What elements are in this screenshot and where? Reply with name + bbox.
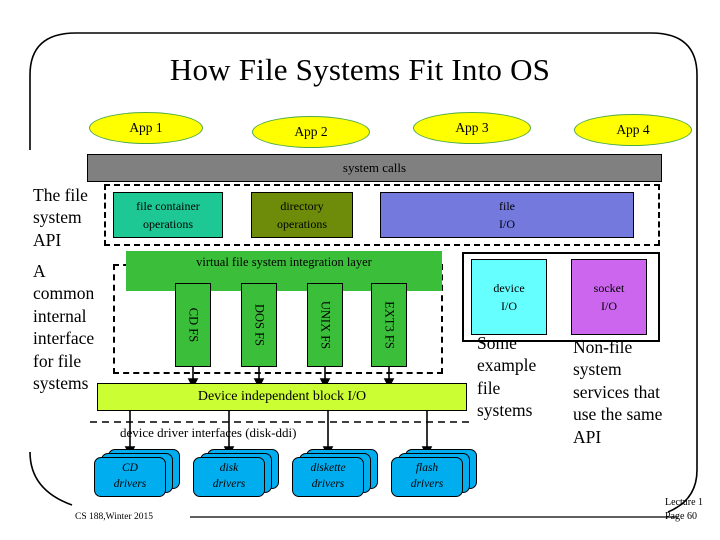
device-independent-block-io-label: Device independent block I/O [197, 388, 367, 404]
device-io-line1: device [493, 281, 525, 295]
footer-lecture-label: Lecture 1 [665, 497, 704, 508]
driver-stack-cd-front: CD drivers [94, 457, 166, 497]
driver-stack-disk: disk drivers [193, 449, 279, 497]
file-container-operations-line1: file container [136, 199, 200, 213]
driver-stack-flash: flash drivers [391, 449, 477, 497]
filesystem-box-dos: DOS FS [241, 283, 277, 367]
filesystem-box-cd-label: CD FS [186, 307, 201, 343]
device-driver-interfaces-label: device driver interfaces (disk-ddi) [120, 425, 297, 440]
directory-operations-line1: directory [280, 199, 324, 213]
system-calls-bar: system calls [87, 154, 662, 182]
app-node-2[interactable]: App 2 [252, 116, 370, 148]
file-io-block: file I/O [380, 192, 634, 238]
filesystem-box-unix-label: UNIX FS [318, 300, 333, 350]
app-node-4[interactable]: App 4 [574, 114, 692, 146]
left-annotation-internal-interface: A common internal interface for file sys… [33, 261, 95, 393]
file-io-line1: file [499, 199, 515, 213]
filesystem-box-cd: CD FS [175, 283, 211, 367]
driver-stack-diskette-line2: drivers [311, 478, 345, 490]
filesystem-box-unix: UNIX FS [307, 283, 343, 367]
left-annotation-api: The file system API [33, 185, 88, 250]
driver-stack-disk-front: disk drivers [193, 457, 265, 497]
file-container-operations-line2: operations [143, 217, 193, 231]
driver-stack-diskette-line1: diskette [310, 462, 346, 475]
app-node-1[interactable]: App 1 [89, 112, 203, 144]
driver-stack-flash-line2: drivers [410, 478, 444, 490]
vfs-integration-layer-label: virtual file system integration layer [196, 255, 372, 269]
file-container-operations-block: file container operations [113, 192, 223, 238]
driver-stack-disk-line1: disk [219, 462, 239, 475]
device-independent-block-io: Device independent block I/O [97, 383, 467, 411]
footer-course-label: CS 188,Winter 2015 [75, 512, 153, 522]
app-node-3-label: App 3 [455, 120, 489, 135]
filesystem-box-ext3: EXT3 FS [371, 283, 407, 367]
page-title: How File Systems Fit Into OS [169, 52, 551, 87]
driver-stack-diskette: diskette drivers [292, 449, 378, 497]
non-file-services-group-dashed [462, 252, 660, 342]
directory-operations-line2: operations [277, 217, 327, 231]
file-system-api-group [104, 184, 660, 246]
driver-stack-flash-front: flash drivers [391, 457, 463, 497]
socket-io-line1: socket [593, 281, 625, 295]
file-io-line2: I/O [499, 217, 515, 231]
right-annotation-example-filesystems: Some example file systems [477, 333, 537, 421]
driver-stack-disk-line2: drivers [212, 478, 246, 490]
app-node-4-label: App 4 [616, 122, 650, 137]
socket-io-line2: I/O [601, 299, 617, 313]
app-node-1-label: App 1 [129, 120, 163, 135]
driver-stack-diskette-front: diskette drivers [292, 457, 364, 497]
socket-io-block: socket I/O [571, 259, 647, 335]
app-node-3[interactable]: App 3 [413, 112, 531, 144]
app-node-2-label: App 2 [294, 124, 328, 139]
device-io-block: device I/O [471, 259, 547, 335]
filesystem-box-ext3-label: EXT3 FS [382, 301, 397, 349]
device-io-line2: I/O [501, 299, 517, 313]
system-calls-label: system calls [342, 160, 407, 175]
directory-operations-block: directory operations [251, 192, 353, 238]
footer-page-label: Page 60 [665, 510, 697, 522]
driver-stack-cd-line2: drivers [113, 478, 147, 490]
driver-stack-cd: CD drivers [94, 449, 180, 497]
right-annotation-non-file-services: Non-file system services that use the sa… [573, 337, 663, 447]
filesystem-box-dos-label: DOS FS [252, 303, 267, 347]
driver-stack-cd-line1: CD [122, 462, 138, 475]
driver-stack-flash-line1: flash [415, 462, 439, 475]
